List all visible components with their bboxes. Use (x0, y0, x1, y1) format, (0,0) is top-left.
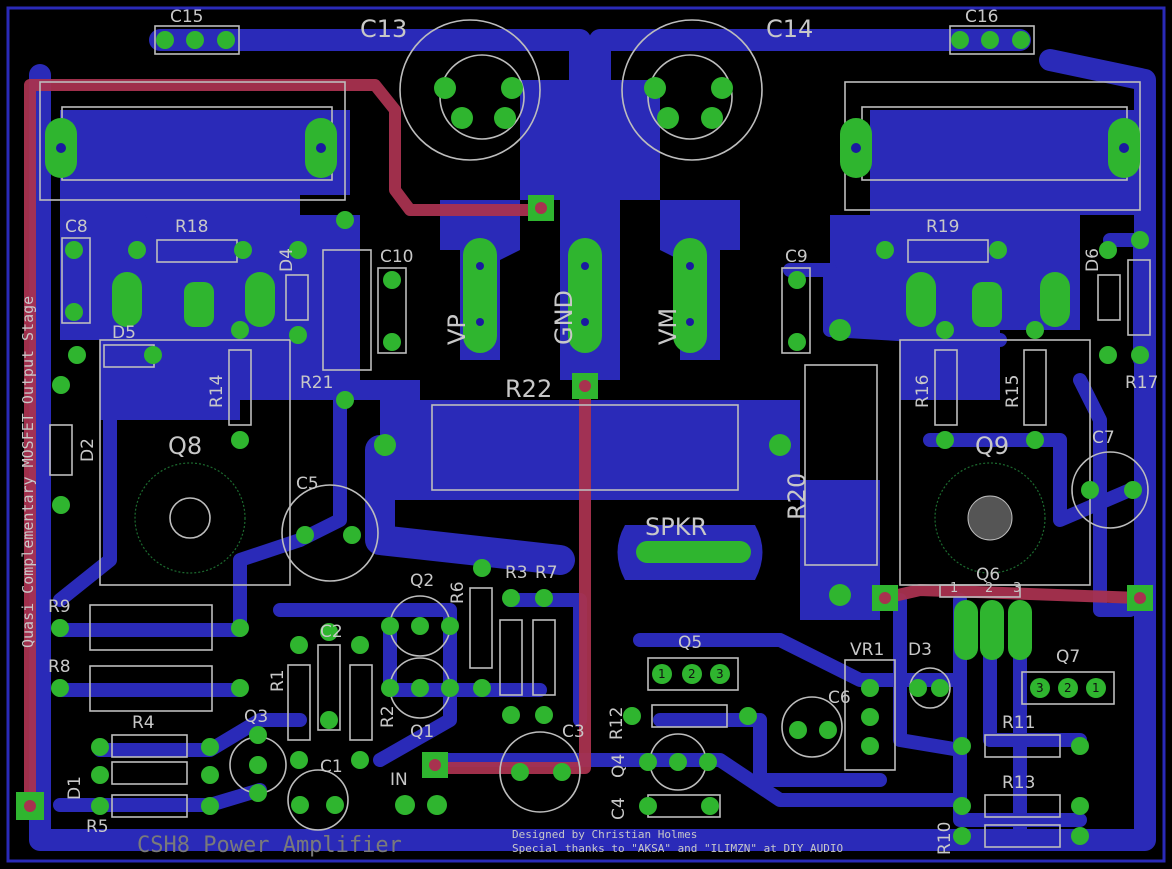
pin-numbers: 1 2 3 1 2 3 3 2 1 (658, 581, 1100, 695)
ref-q4: Q4 (609, 754, 629, 778)
ref-c16: C16 (965, 7, 999, 27)
ref-r2: R2 (378, 705, 398, 728)
ref-r14: R14 (207, 375, 227, 408)
ref-r16: R16 (913, 375, 933, 408)
ref-r13: R13 (1002, 773, 1035, 793)
ref-c5: C5 (296, 474, 319, 494)
q5-pin-2: 2 (688, 667, 696, 681)
ref-q8: Q8 (168, 432, 202, 460)
ref-r18: R18 (175, 217, 208, 237)
q6-pin-3: 3 (1013, 581, 1021, 596)
net-labels: VP GND VM SPKR IN (390, 290, 707, 790)
net-label-gnd: GND (550, 290, 578, 345)
q7-pin-3: 3 (1036, 681, 1044, 695)
ref-r19: R19 (926, 217, 959, 237)
q7-pin-1: 1 (1092, 681, 1100, 695)
net-label-in: IN (390, 770, 408, 790)
net-label-spkr: SPKR (645, 513, 707, 541)
ref-c1: C1 (320, 757, 343, 777)
ref-r1: R1 (268, 669, 288, 692)
ref-q3: Q3 (244, 707, 268, 727)
q5-pin-3: 3 (716, 667, 724, 681)
ref-r4: R4 (132, 713, 155, 733)
ref-d2: D2 (78, 438, 98, 462)
ref-c9: C9 (785, 247, 808, 267)
ref-q6: Q6 (976, 565, 1000, 585)
side-label: Quasi Complementary MOSFET Output Stage (19, 296, 37, 648)
ref-c4: C4 (609, 797, 629, 820)
net-label-vp: VP (443, 314, 471, 345)
ref-q7: Q7 (1056, 647, 1080, 667)
ref-q5: Q5 (678, 633, 702, 653)
ref-c2: C2 (320, 622, 343, 642)
ref-d6: D6 (1083, 248, 1103, 272)
ref-r11: R11 (1002, 713, 1035, 733)
pads (16, 31, 1153, 845)
ref-designators: C13 C14 C15 C16 C8 R18 D4 C10 D5 R14 R21… (48, 7, 1158, 855)
ref-r3: R3 (505, 563, 528, 583)
ref-r6: R6 (448, 581, 468, 604)
q6-pin-2: 2 (985, 581, 993, 596)
credit-line-2: Special thanks to "AKSA" and "ILIMZN" at… (512, 842, 843, 855)
ref-c8: C8 (65, 217, 88, 237)
net-label-vm: VM (654, 308, 682, 345)
ref-q2: Q2 (410, 571, 434, 591)
ref-c10: C10 (380, 247, 414, 267)
ref-r21: R21 (300, 373, 333, 393)
board-outline (6, 6, 1166, 863)
ref-c3: C3 (562, 722, 585, 742)
ref-r22: R22 (505, 375, 552, 403)
ref-d5: D5 (112, 323, 136, 343)
ref-q1: Q1 (410, 722, 434, 742)
ref-c7: C7 (1092, 428, 1115, 448)
ref-r9: R9 (48, 597, 71, 617)
q5-pin-1: 1 (658, 667, 666, 681)
ref-vr1: VR1 (850, 640, 884, 660)
ref-c13: C13 (360, 15, 407, 43)
ref-c6: C6 (828, 688, 851, 708)
ref-r20: R20 (783, 473, 811, 520)
ref-r15: R15 (1003, 375, 1023, 408)
ref-d4: D4 (277, 248, 297, 272)
ref-c15: C15 (170, 7, 204, 27)
ref-r12: R12 (607, 707, 627, 740)
q6-pin-1: 1 (950, 581, 958, 596)
ref-d3: D3 (908, 640, 932, 660)
ref-d1: D1 (65, 776, 85, 800)
credit-line-1: Designed by Christian Holmes (512, 828, 697, 841)
ref-r7: R7 (535, 563, 558, 583)
ref-r8: R8 (48, 657, 71, 677)
board-title: CSH8 Power Amplifier (137, 833, 402, 858)
ref-c14: C14 (766, 15, 813, 43)
ref-r17: R17 (1125, 373, 1158, 393)
q7-pin-2: 2 (1064, 681, 1072, 695)
ref-r5: R5 (86, 817, 109, 837)
ref-q9: Q9 (975, 432, 1009, 460)
ref-r10: R10 (935, 822, 955, 855)
